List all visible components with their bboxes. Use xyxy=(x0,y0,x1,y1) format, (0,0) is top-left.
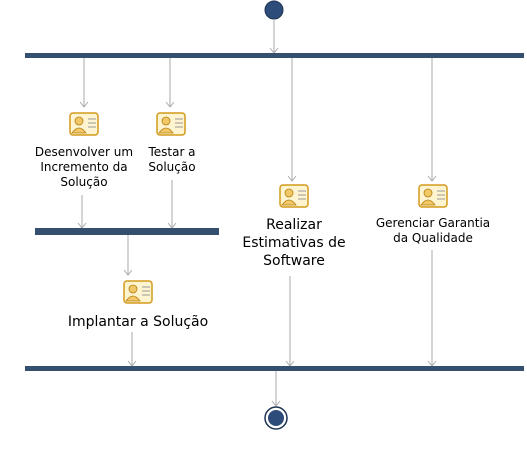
activity-icon[interactable] xyxy=(418,184,448,208)
arrowhead xyxy=(79,101,89,108)
arrowhead xyxy=(427,175,437,182)
arrowhead xyxy=(165,101,175,108)
arrowhead xyxy=(287,175,297,182)
arrowhead xyxy=(123,269,133,276)
fork-bar-top[interactable] xyxy=(25,53,524,58)
activity-icon[interactable] xyxy=(123,280,153,304)
activity-label-desenvolver[interactable]: Desenvolver um Incremento da Solução xyxy=(34,145,134,189)
activity-label-implantar[interactable]: Implantar a Solução xyxy=(67,314,209,330)
activity-label-testar[interactable]: Testar a Solução xyxy=(148,145,196,174)
activity-label-garantia[interactable]: Gerenciar Garantia da Qualidade xyxy=(375,216,491,245)
activity-label-estimativas[interactable]: Realizar Estimativas de Software xyxy=(242,217,346,270)
join-bar-bottom[interactable] xyxy=(25,366,524,371)
initial-node[interactable] xyxy=(264,0,284,20)
activity-icon[interactable] xyxy=(279,184,309,208)
arrowhead xyxy=(271,400,281,407)
final-node-inner xyxy=(268,410,284,426)
activity-icon[interactable] xyxy=(156,112,186,136)
activity-icon[interactable] xyxy=(69,112,99,136)
join-bar-middle[interactable] xyxy=(35,228,219,235)
